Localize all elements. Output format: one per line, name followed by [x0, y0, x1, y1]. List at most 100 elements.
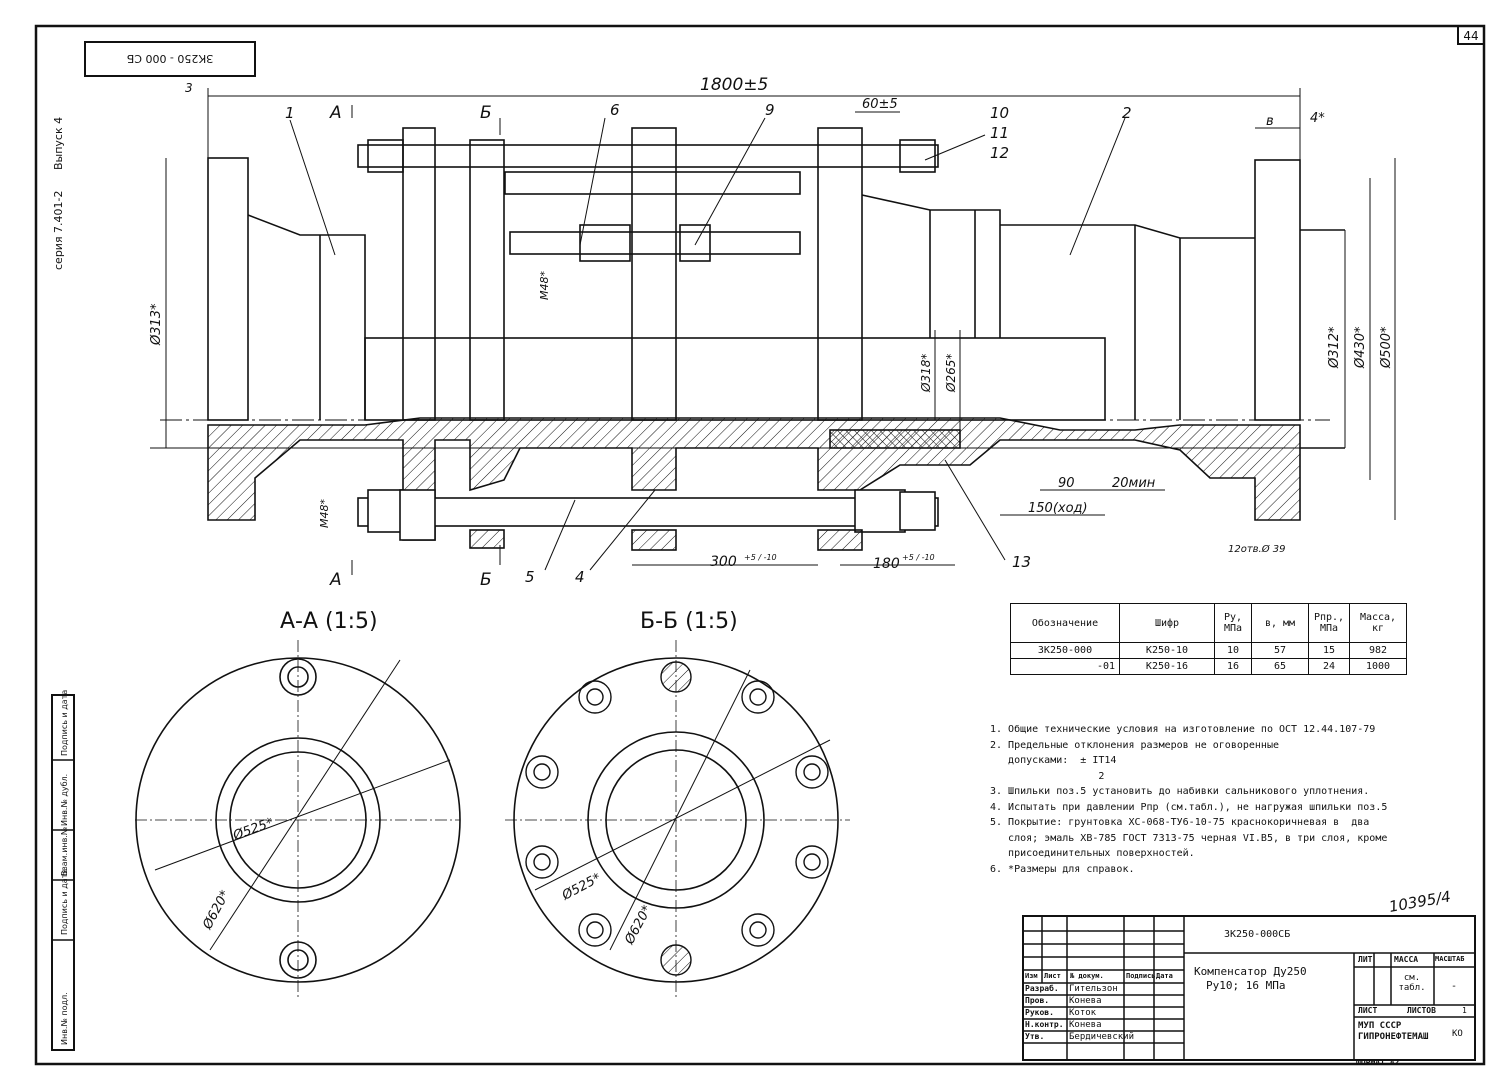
b-d620: Ø620* — [622, 903, 655, 948]
spec-cell: 15 — [1308, 642, 1350, 659]
tb-org-code: КО — [1452, 1029, 1463, 1039]
section-b-mark-bottom: Б — [480, 570, 492, 590]
note-line: 4. Испытать при давлении Рпр (см.табл.),… — [990, 801, 1388, 813]
spec-cell: 24 — [1308, 658, 1350, 675]
title-block-grid — [1024, 917, 1474, 1059]
dim-20: 20мин — [1112, 476, 1156, 491]
tb-role: Руков. — [1025, 1008, 1054, 1017]
spec-table: Обозначение Шифр Ру, МПа в, мм Рпр., МПа… — [1010, 603, 1407, 675]
section-a-mark-bottom: А — [329, 570, 342, 590]
spec-cell: 982 — [1349, 642, 1407, 659]
tb-org: МУП СССР ГИПРОНЕФТЕМАШ — [1358, 1021, 1429, 1042]
spec-header: Рпр., МПа — [1308, 603, 1350, 643]
issue-label: Выпуск 4 — [52, 117, 65, 170]
note-line: 3. Шпильки поз.5 установить до набивки с… — [990, 786, 1370, 797]
tb-lit: ЛИТ — [1358, 955, 1373, 964]
spec-header-row: Обозначение Шифр Ру, МПа в, мм Рпр., МПа… — [1010, 603, 1407, 643]
dim-d313: Ø313* — [149, 303, 164, 346]
left-strip — [51, 694, 75, 1051]
dim-d430: Ø430* — [1353, 326, 1368, 369]
technical-notes: 1. Общие технические условия на изготовл… — [990, 722, 1420, 877]
section-a-mark-top: А — [329, 103, 342, 123]
tb-sheets: ЛИСТОВ — [1407, 1006, 1436, 1015]
callout-12: 12 — [990, 144, 1009, 162]
tb-sheets-value: 1 — [1462, 1006, 1467, 1015]
tb-name-2: Ру10; 16 МПа — [1206, 979, 1286, 992]
spec-header: Обозначение — [1010, 603, 1120, 643]
tb-col-date: Дата — [1156, 972, 1173, 980]
strip-inv: Инв.№ подл. — [60, 992, 69, 1045]
inventory-number: 10395/4 — [1388, 887, 1453, 916]
dim-4: 4* — [1310, 111, 1325, 126]
note-line: слоя; эмаль ХВ-785 ГОСТ 7313-75 черная V… — [990, 832, 1388, 844]
tb-name-1: Компенсатор Ду250 — [1194, 965, 1307, 978]
b-d525: Ø525* — [559, 871, 604, 904]
tb-col-doc: № докум. — [1070, 972, 1104, 980]
strip-dup: Инв.№ дубл. — [60, 774, 69, 826]
dim-m48-bottom: М48* — [318, 499, 331, 528]
dim-180: 180 — [873, 556, 900, 572]
strip-sign1: Подпись и дата — [60, 869, 69, 935]
sheet-frame — [34, 24, 1486, 1066]
tb-col-sign: Подпись — [1126, 972, 1156, 980]
tb-role: Н.контр. — [1025, 1020, 1064, 1029]
spec-header: Ру, МПа — [1214, 603, 1252, 643]
tb-col-izm: Изм — [1025, 972, 1038, 980]
tb-role: Утв. — [1025, 1032, 1045, 1041]
spec-cell: 16 — [1214, 658, 1252, 675]
spec-cell: -01 — [1010, 658, 1120, 675]
section-b-title: Б-Б (1:5) — [640, 609, 738, 634]
callout-6: 6 — [610, 101, 620, 119]
dim-overall: 1800±5 — [700, 75, 768, 95]
callout-13: 13 — [1012, 553, 1031, 571]
main-view — [150, 127, 1345, 551]
dim-180-tol: +5 / -10 — [902, 553, 935, 562]
tb-person: Бердичевский — [1069, 1032, 1135, 1042]
dim-b: в — [1266, 114, 1274, 129]
dimension-lines — [165, 88, 1396, 575]
tb-scale: МАСШТАБ — [1435, 955, 1465, 963]
section-b-view — [505, 640, 850, 1000]
section-a-title: А-А (1:5) — [280, 609, 378, 634]
tb-mass: МАССА — [1394, 955, 1419, 964]
callout-9: 9 — [765, 101, 775, 119]
title-block: ЗК250-000СБ Компенсатор Ду250 Ру10; 16 М… — [1022, 915, 1476, 1061]
dim-d312: Ø312* — [1327, 326, 1342, 369]
spec-cell: 57 — [1251, 642, 1309, 659]
tb-format: ФОРМАТ А2 — [1356, 1058, 1400, 1067]
note-line: 2. Предельные отклонения размеров не ого… — [990, 739, 1279, 751]
spec-cell: 1000 — [1349, 658, 1407, 675]
dim-m48-top: М48* — [538, 271, 551, 300]
spec-cell: К250-16 — [1119, 658, 1215, 675]
dim-d265: Ø265* — [944, 354, 958, 393]
tb-person: Конева — [1069, 1020, 1102, 1030]
dim-3: 3 — [185, 81, 193, 95]
callout-1: 1 — [285, 104, 295, 122]
dim-d500: Ø500* — [1379, 326, 1394, 369]
a-d620: Ø620* — [200, 888, 233, 933]
table-row: -01 К250-16 16 65 24 1000 — [1010, 658, 1407, 675]
dim-60: 60±5 — [862, 97, 898, 112]
callout-2: 2 — [1122, 104, 1132, 122]
dim-300-tol: +5 / -10 — [744, 553, 777, 562]
holes-label: 12отв.Ø 39 — [1228, 543, 1286, 555]
callout-4: 4 — [575, 568, 585, 586]
spec-cell: 65 — [1251, 658, 1309, 675]
tb-designation: ЗК250-000СБ — [1224, 929, 1291, 940]
table-row: ЗК250-000 К250-10 10 57 15 982 — [1010, 642, 1407, 659]
tb-person: Конева — [1069, 996, 1102, 1006]
tb-person: Гительзон — [1069, 984, 1118, 994]
strip-sign2: Подпись и дата — [60, 690, 69, 756]
dim-300: 300 — [710, 554, 737, 570]
tb-scale-value: - — [1451, 981, 1458, 992]
spec-cell: 10 — [1214, 642, 1252, 659]
spec-header: Масса, кг — [1349, 603, 1407, 643]
note-line: 2 — [990, 770, 1105, 782]
spec-cell: К250-10 — [1119, 642, 1215, 659]
dim-90: 90 — [1058, 476, 1075, 491]
spec-header: в, мм — [1251, 603, 1309, 643]
spec-header: Шифр — [1119, 603, 1215, 643]
tb-role: Пров. — [1025, 996, 1050, 1005]
